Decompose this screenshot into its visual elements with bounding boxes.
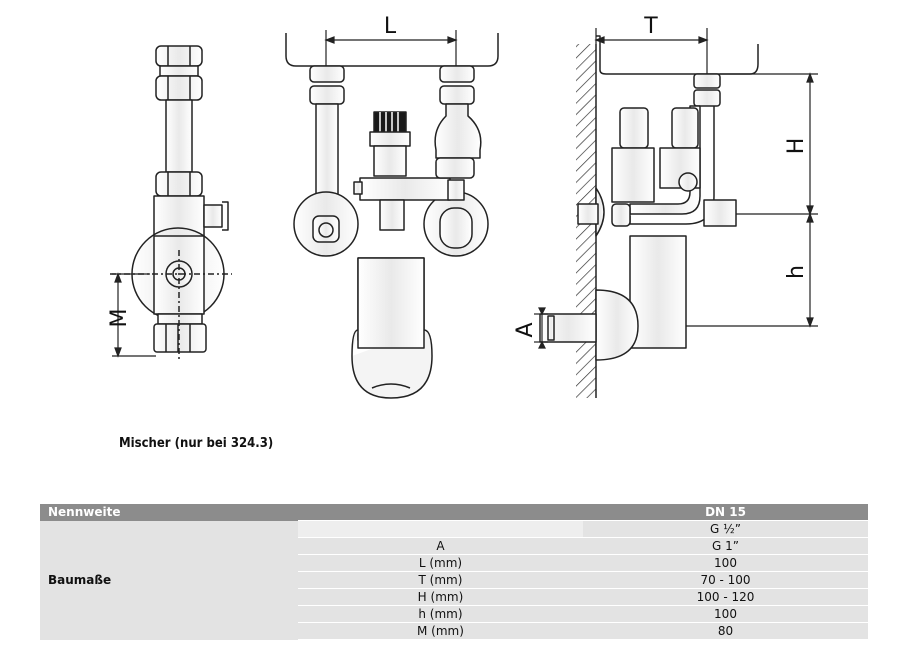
table-row: L (mm) 100 bbox=[40, 554, 868, 572]
dim-label-h-upper: H bbox=[784, 138, 809, 155]
dim-label-m: M bbox=[107, 309, 132, 328]
table-row: H (mm) 100 - 120 bbox=[40, 588, 868, 606]
front-view bbox=[285, 33, 499, 399]
spec-table: Nennweite DN 15 Baumaße G ½” A G 1” L (m… bbox=[40, 504, 868, 640]
value-cell: 100 bbox=[583, 605, 868, 623]
param-cell: T (mm) bbox=[297, 571, 584, 589]
param-cell: H (mm) bbox=[297, 588, 584, 606]
technical-drawing: L T H h M A bbox=[107, 14, 818, 399]
table-row: Baumaße G ½” bbox=[40, 520, 868, 640]
param-cell: L (mm) bbox=[297, 554, 584, 572]
value-cell: G 1” bbox=[583, 537, 868, 555]
value-cell: 100 - 120 bbox=[583, 588, 868, 606]
table-header-row: Nennweite DN 15 bbox=[40, 504, 868, 521]
value-cell: 100 bbox=[583, 554, 868, 572]
value-cell: G ½” bbox=[583, 520, 868, 538]
table-row: T (mm) 70 - 100 bbox=[40, 571, 868, 589]
drawing-caption: Mischer (nur bei 324.3) bbox=[119, 436, 274, 451]
group-label: Baumaße bbox=[40, 520, 298, 640]
value-cell: 80 bbox=[583, 622, 868, 640]
header-label: Nennweite bbox=[40, 504, 298, 521]
param-cell: A bbox=[297, 537, 584, 555]
dim-label-t: T bbox=[643, 14, 658, 39]
header-value: DN 15 bbox=[583, 504, 868, 521]
header-spacer bbox=[297, 504, 584, 521]
section-view bbox=[539, 35, 759, 398]
param-cell: h (mm) bbox=[297, 605, 584, 623]
table-row: A G 1” bbox=[40, 537, 868, 555]
dim-label-l: L bbox=[384, 14, 397, 39]
table-row: M (mm) 80 bbox=[40, 622, 868, 640]
left-side-view bbox=[110, 45, 232, 362]
value-cell: 70 - 100 bbox=[583, 571, 868, 589]
dim-label-a: A bbox=[513, 322, 538, 337]
param-cell: M (mm) bbox=[297, 622, 584, 640]
table-row: h (mm) 100 bbox=[40, 605, 868, 623]
dim-label-h-lower: h bbox=[784, 265, 809, 279]
param-cell bbox=[297, 520, 584, 538]
